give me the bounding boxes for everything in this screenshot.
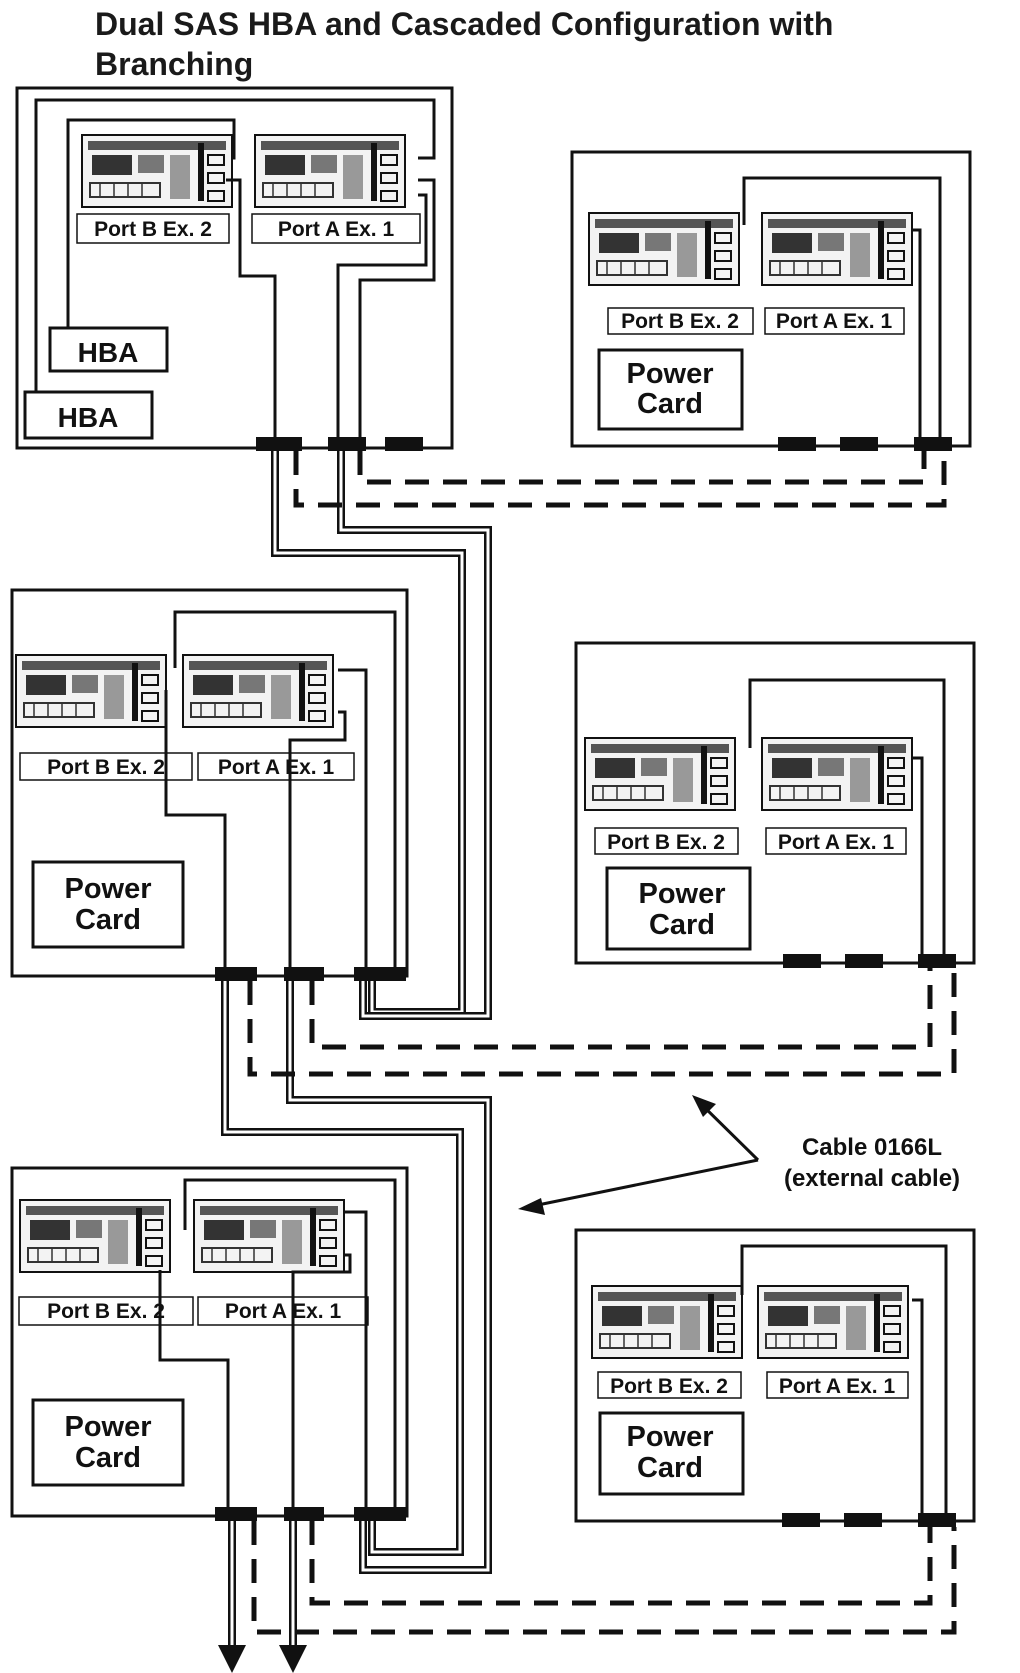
left-enclosure-2: Port B Ex. 2 Port A Ex. 1 Power Card	[10, 588, 409, 981]
right-enclosure-1: Port B Ex. 2 Port A Ex. 1 Power Card	[570, 150, 972, 451]
arrow-icon	[692, 1095, 716, 1117]
expander-board-port-a	[193, 1199, 345, 1273]
port-a-label: Port A Ex. 1	[776, 310, 893, 333]
port-b-label: Port B Ex. 2	[607, 831, 725, 854]
cascade-cables	[218, 451, 492, 1673]
port-b-label: Port B Ex. 2	[621, 310, 739, 333]
expander-board-port-b	[19, 1199, 171, 1273]
expander-board-port-a	[761, 737, 913, 811]
diagram-title: Dual SAS HBA and Cascaded Configuration …	[95, 6, 834, 82]
external-cables	[247, 451, 957, 1635]
sas-connector	[844, 1513, 882, 1527]
sas-connector	[354, 1507, 406, 1521]
sas-connector	[918, 1513, 956, 1527]
expander-board-port-b	[591, 1285, 743, 1359]
power-card-label: Card	[637, 388, 703, 420]
sas-connector	[328, 437, 366, 451]
right-enclosure-3: Port B Ex. 2 Port A Ex. 1 Power Card	[574, 1228, 976, 1527]
port-a-label: Port A Ex. 1	[278, 218, 395, 241]
port-b-label: Port B Ex. 2	[47, 756, 165, 779]
host-server-enclosure: HBA HBA Port B Ex. 2 Port A Ex. 1	[15, 86, 454, 451]
power-card-label: Power	[64, 1411, 151, 1443]
sas-connector	[845, 954, 883, 968]
cable-callout: Cable 0166L (external cable)	[518, 1095, 960, 1215]
expander-board-port-a	[182, 654, 334, 728]
sas-connector	[215, 1507, 257, 1521]
sas-connector	[783, 954, 821, 968]
arrow-down-icon	[279, 1645, 307, 1673]
power-card-label: Power	[64, 873, 151, 905]
sas-connector	[256, 437, 302, 451]
expander-board-port-b	[81, 134, 233, 208]
callout-line-2: (external cable)	[784, 1165, 960, 1192]
right-enclosure-2: Port B Ex. 2 Port A Ex. 1 Power Card	[574, 641, 976, 968]
sas-connector	[215, 967, 257, 981]
hba-label: HBA	[58, 402, 119, 433]
power-card-label: Card	[637, 1452, 703, 1484]
expander-board-port-a	[761, 212, 913, 286]
sas-connector	[354, 967, 406, 981]
expander-board-port-b	[584, 737, 736, 811]
sas-connector	[284, 1507, 324, 1521]
expander-board-port-a	[254, 134, 406, 208]
expander-board-port-b	[588, 212, 740, 286]
arrow-icon	[518, 1198, 545, 1215]
power-card-label: Card	[649, 909, 715, 941]
sas-connector	[782, 1513, 820, 1527]
power-card-label: Card	[75, 1442, 141, 1474]
port-b-label: Port B Ex. 2	[94, 218, 212, 241]
power-card-label: Power	[626, 1421, 713, 1453]
sas-connector	[385, 437, 423, 451]
hba-label: HBA	[78, 337, 139, 368]
power-card-label: Card	[75, 904, 141, 936]
sas-connector	[778, 437, 816, 451]
power-card-label: Power	[626, 358, 713, 390]
sas-connector	[840, 437, 878, 451]
port-a-label: Port A Ex. 1	[225, 1300, 342, 1323]
left-enclosure-3: Port B Ex. 2 Port A Ex. 1 Power Card	[10, 1166, 409, 1521]
port-a-label: Port A Ex. 1	[778, 831, 895, 854]
callout-line-1: Cable 0166L	[802, 1134, 942, 1161]
port-b-label: Port B Ex. 2	[610, 1375, 728, 1398]
sas-connector	[914, 437, 952, 451]
sas-connector	[918, 954, 956, 968]
expander-board-port-a	[757, 1285, 909, 1359]
sas-connector	[284, 967, 324, 981]
port-b-label: Port B Ex. 2	[47, 1300, 165, 1323]
port-a-label: Port A Ex. 1	[218, 756, 335, 779]
arrow-down-icon	[218, 1645, 246, 1673]
expander-board-port-b	[15, 654, 167, 728]
port-a-label: Port A Ex. 1	[779, 1375, 896, 1398]
power-card-label: Power	[638, 878, 725, 910]
